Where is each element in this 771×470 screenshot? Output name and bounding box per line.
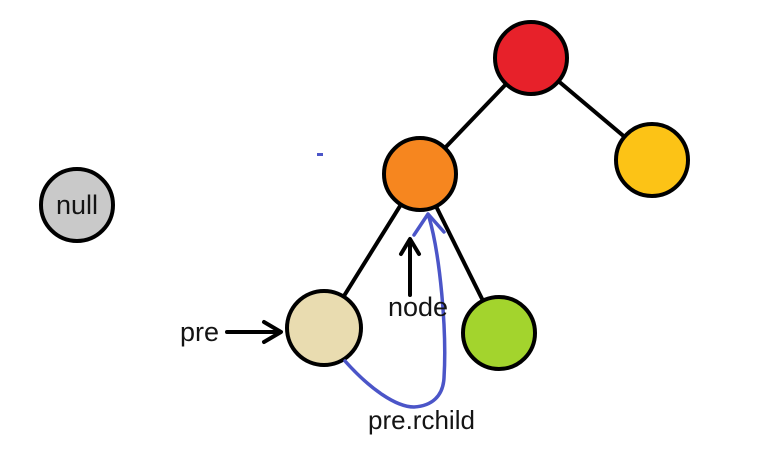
pre-arrow-head (262, 320, 283, 344)
node-label: node (388, 292, 448, 322)
tree-edges (322, 56, 654, 334)
pre-rchild-pointer-arrowhead (412, 212, 446, 237)
node-arrow-head (399, 237, 421, 256)
null-node-circle (39, 167, 115, 243)
current-node-circle (382, 136, 458, 212)
tree-nodes (39, 20, 690, 371)
null-node-label: null (56, 190, 98, 220)
stray-blue-dash (317, 153, 323, 156)
pre-label: pre (180, 317, 219, 347)
node-arrow (399, 237, 421, 297)
pre-right-child-node-circle (461, 295, 537, 371)
diagram-labels: null pre node pre.rchild (56, 190, 475, 435)
root-right-child-node-circle (614, 122, 690, 198)
pre-rchild-label: pre.rchild (368, 405, 475, 435)
pre-rchild-pointer (343, 212, 447, 409)
label-arrows (225, 237, 421, 344)
pre-node-circle (285, 289, 363, 367)
pre-rchild-pointer-curve (343, 215, 447, 409)
root-node-circle (493, 20, 569, 96)
pre-arrow (225, 320, 283, 344)
